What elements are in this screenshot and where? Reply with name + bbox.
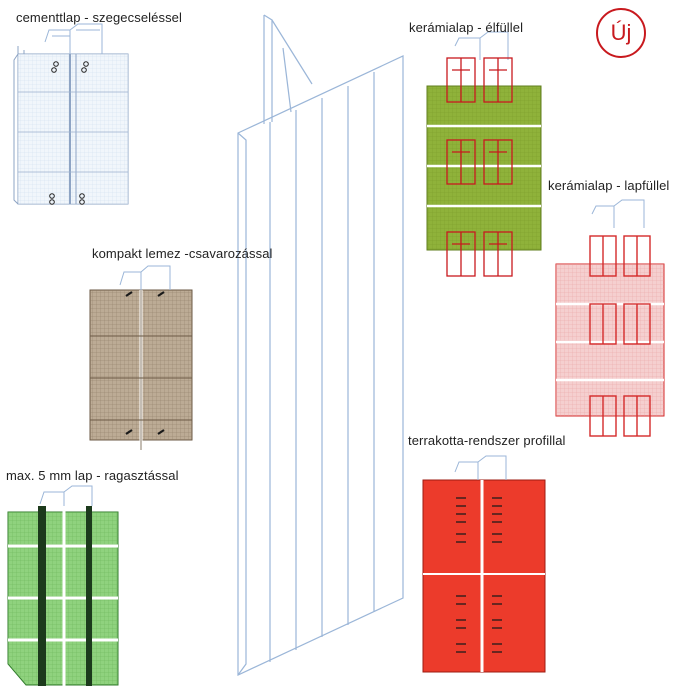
label-kompakt: kompakt lemez -csavarozással — [92, 246, 273, 261]
label-ceramic-flat: kerámialap - lapfüllel — [548, 178, 670, 193]
label-terracotta: terrakotta-rendszer profillal — [408, 433, 566, 448]
center-substructure — [237, 14, 404, 676]
label-ceramic-edge: kerámialap - élfüllel — [409, 20, 524, 35]
kompakt-panel — [89, 265, 193, 450]
ceramic-flat-panel — [555, 199, 665, 437]
new-badge: Új — [596, 8, 646, 58]
terracotta-panel — [422, 455, 546, 673]
cement-panel — [13, 23, 129, 205]
frame-brace — [271, 19, 313, 85]
label-thin: max. 5 mm lap - ragasztással — [6, 468, 179, 483]
frame-edge — [237, 132, 247, 676]
frame-brace-2 — [282, 47, 292, 113]
ceramic-edge-panel — [426, 31, 542, 277]
label-cement: cementtlap - szegecseléssel — [16, 10, 182, 25]
thin-panel — [7, 485, 119, 686]
frame-post-back — [263, 14, 273, 122]
frame-front — [237, 55, 404, 676]
